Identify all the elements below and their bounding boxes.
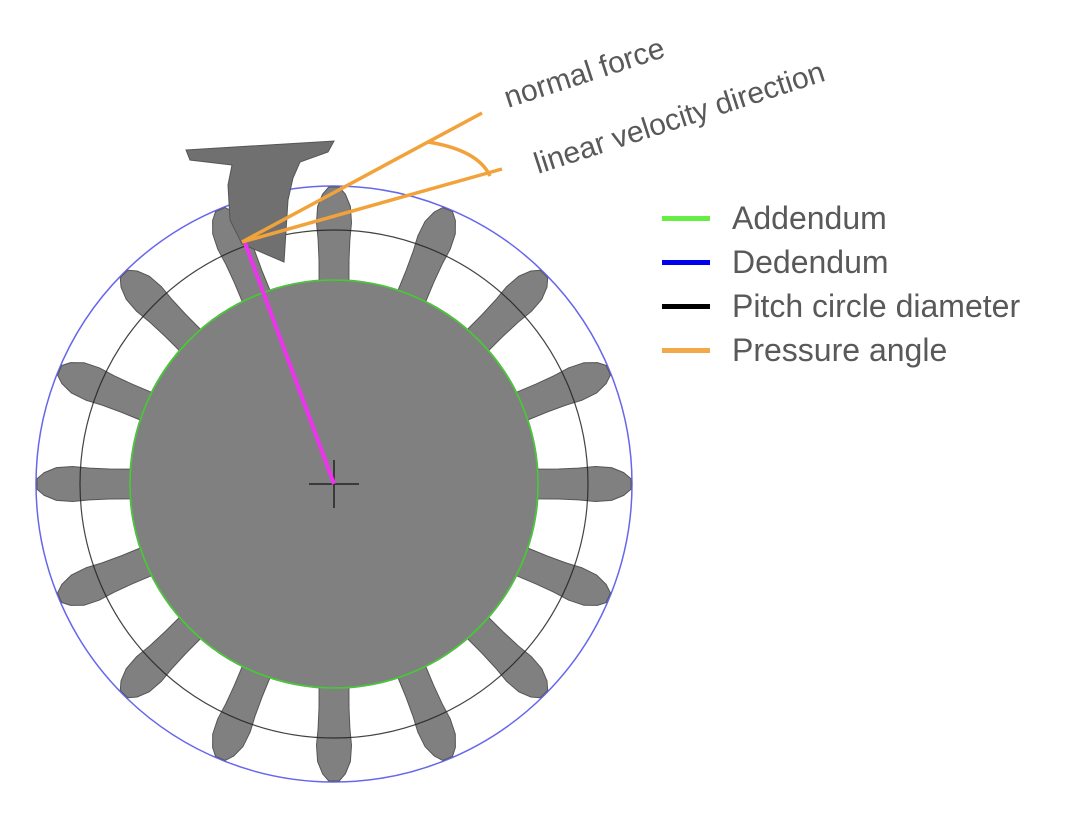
gear-tooth: [396, 207, 456, 306]
gear-tooth: [316, 682, 352, 782]
legend-label: Addendum: [732, 199, 887, 236]
legend-item-pitch-circle: Pitch circle diameter: [662, 284, 1020, 328]
gear-tooth: [532, 466, 632, 502]
legend-label: Pressure angle: [732, 331, 948, 368]
gear-tooth: [36, 466, 136, 502]
gear-tooth: [464, 614, 549, 699]
gear-tooth: [57, 362, 156, 422]
gear-tooth: [464, 269, 549, 354]
gear-tooth: [316, 186, 352, 286]
legend-item-addendum: Addendum: [662, 196, 1020, 240]
legend-swatch-pitch-circle: [662, 303, 710, 309]
radius-line: [243, 242, 336, 485]
gear-tooth: [396, 662, 456, 761]
gear-tooth: [119, 614, 204, 699]
legend-label: Dedendum: [732, 243, 889, 280]
gear-tooth: [212, 662, 272, 761]
legend-item-pressure-angle: Pressure angle: [662, 328, 1020, 372]
legend-item-dedendum: Dedendum: [662, 240, 1020, 284]
legend: Addendum Dedendum Pitch circle diameter …: [662, 196, 1020, 372]
gear-tooth: [512, 362, 611, 422]
gear-tooth: [119, 269, 204, 354]
legend-swatch-pressure-angle: [662, 347, 710, 353]
root-circle: [129, 279, 539, 689]
legend-swatch-addendum: [662, 215, 710, 221]
gear-tooth: [512, 546, 611, 606]
gear-teeth: [36, 186, 632, 782]
rack-cutter-tooth: [185, 140, 335, 263]
gear-tooth: [212, 207, 272, 306]
pressure-angle-arc: [427, 140, 492, 177]
legend-label: Pitch circle diameter: [732, 287, 1021, 324]
pitch-circle: [79, 229, 589, 739]
normal-force-line: [241, 111, 483, 244]
linear-velocity-line: [241, 167, 503, 244]
outer-circle: [35, 185, 633, 783]
gear-tooth: [57, 546, 156, 606]
normal-force-label: normal force: [500, 32, 669, 115]
legend-swatch-dedendum: [662, 259, 710, 265]
